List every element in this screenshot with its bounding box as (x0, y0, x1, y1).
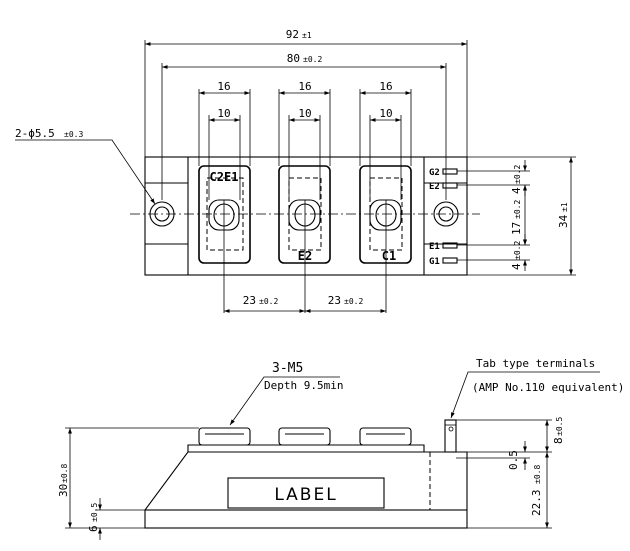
screw-note-line1: 3-M5 (272, 361, 303, 376)
dim-16-left: 16 (217, 80, 230, 93)
dim-16-middle: 16 (298, 80, 311, 93)
dim-16-right: 16 (379, 80, 392, 93)
tab-terminal-side (444, 419, 457, 453)
terminal-label-c1: C1 (382, 249, 396, 263)
label-text: LABEL (274, 485, 337, 505)
base-plate (144, 509, 468, 529)
dim-hole-value: 2-ϕ5.5 (15, 127, 55, 140)
dim-22.3-tol: ±0.8 (533, 465, 542, 484)
dim-17-value: 17 (510, 222, 523, 235)
dim-10-left: 10 (217, 107, 230, 120)
dim-30-value: 30 (57, 484, 70, 497)
top-view: C2E1 E2 C1 G2 E2 E1 G1 92 ±1 80 ±0.2 (15, 28, 576, 313)
tab-note-line1: Tab type terminals (476, 357, 595, 370)
dim-10-middle: 10 (298, 107, 311, 120)
label-box (227, 477, 385, 509)
dim-23-right-tol: ±0.2 (344, 297, 363, 306)
dim-23-right-value: 23 (328, 294, 341, 307)
dim-4-bottom-tol: ±0.2 (513, 241, 522, 260)
side-view: LABEL 3-M5 Depth 9.5min Tab type termina… (57, 357, 624, 540)
dim-4-top-tol: ±0.2 (513, 165, 522, 184)
aux-label-g1: G1 (429, 257, 440, 267)
screw-note-line2: Depth 9.5min (264, 379, 343, 392)
dim-10-right: 10 (379, 107, 392, 120)
dim-4-bottom-value: 4 (510, 263, 523, 270)
dim-23-left-tol: ±0.2 (259, 297, 278, 306)
terminal-nuts-side (198, 427, 412, 446)
dim-hole-tol: ±0.3 (64, 130, 83, 139)
dim-34-tol: ±1 (560, 202, 569, 212)
tab-note-line2: (AMP No.110 equivalent) (472, 381, 624, 394)
dim-4-top-value: 4 (510, 187, 523, 194)
dim-8-tol: ±0.5 (555, 417, 564, 436)
dim-0.5-value: 0.5 (507, 450, 520, 470)
aux-label-g2: G2 (429, 168, 440, 178)
dim-22.3-value: 22.3 (530, 490, 543, 517)
dim-6-tol: ±0.5 (90, 503, 99, 522)
module-body-top (144, 156, 468, 276)
aux-terminals: G2 E2 E1 G1 (429, 168, 458, 267)
aux-label-e2: E2 (429, 182, 440, 192)
dim-92-tol: ±1 (302, 31, 312, 40)
dim-8-value: 8 (552, 437, 565, 444)
dim-80-value: 80 (287, 52, 300, 65)
dim-17-tol: ±0.2 (513, 200, 522, 219)
dim-80-tol: ±0.2 (303, 55, 322, 64)
dim-30-tol: ±0.8 (60, 464, 69, 483)
dim-92-value: 92 (286, 28, 299, 41)
dim-6-value: 6 (87, 525, 100, 532)
terminal-label-c2e1: C2E1 (210, 170, 239, 184)
dim-34-value: 34 (557, 214, 570, 228)
dim-23-left-value: 23 (243, 294, 256, 307)
aux-label-e1: E1 (429, 242, 440, 252)
